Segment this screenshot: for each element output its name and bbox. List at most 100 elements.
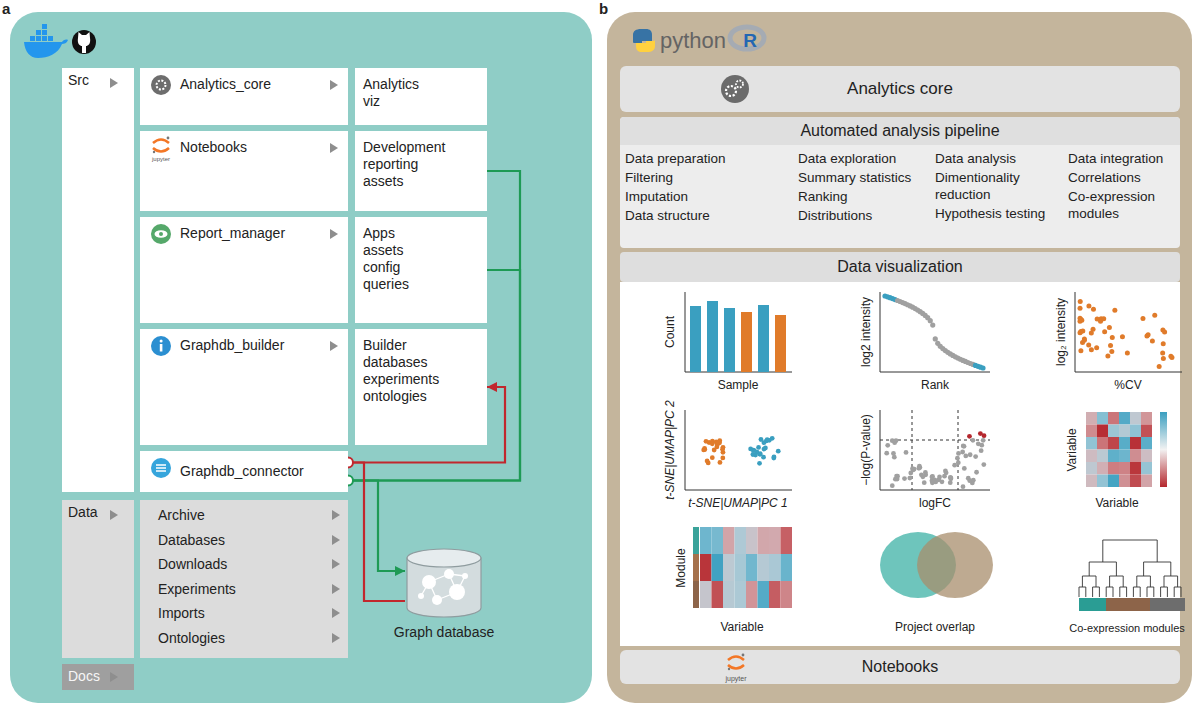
- icon-mark: [157, 81, 166, 90]
- volcano-dot: [904, 450, 909, 455]
- network-node: [462, 573, 468, 579]
- cluster-dot: [764, 439, 769, 444]
- volcano-dot: [970, 481, 975, 486]
- heat-cell: [1108, 412, 1119, 425]
- heat-cell: [1108, 450, 1119, 463]
- axis-label: %CV: [1114, 379, 1141, 393]
- scatter-dot: [1112, 308, 1117, 313]
- heat-cell: [1119, 425, 1130, 438]
- volcano-dot: [916, 466, 921, 471]
- cluster-dot: [710, 455, 715, 460]
- scatter-dot: [1120, 334, 1125, 339]
- heat-cell: [712, 527, 724, 554]
- logo-text: jupyter: [725, 675, 746, 683]
- cluster-dot: [758, 452, 763, 457]
- volcano-dot: [912, 467, 917, 472]
- heat-cell: [1108, 475, 1119, 488]
- heat-cell: [735, 554, 747, 581]
- node-label: Src: [68, 72, 128, 88]
- volcano-dot: [894, 474, 899, 479]
- dendrogram-branch: [1106, 587, 1113, 597]
- scatter-dot: [1107, 325, 1112, 330]
- rank-dot: [945, 350, 950, 355]
- heat-cell: [723, 527, 735, 554]
- logo-text: jupyter: [152, 156, 170, 163]
- scatter-dot: [1080, 328, 1085, 333]
- connector: [348, 171, 520, 481]
- axis-label: t-SNE|UMAP|PC 2: [664, 400, 678, 500]
- volcano-dot: [978, 431, 983, 436]
- bar: [724, 308, 735, 372]
- bar: [707, 301, 718, 372]
- cluster-dot: [721, 445, 726, 450]
- cluster-dot: [756, 445, 761, 450]
- jupyter-dot: [728, 668, 730, 670]
- scatter-dot: [1169, 355, 1174, 360]
- chart-area: [620, 282, 1180, 646]
- gear-cog: [736, 81, 743, 88]
- cluster-dot: [762, 440, 767, 445]
- scatter-dot: [1160, 351, 1165, 356]
- rank-dot: [895, 298, 900, 303]
- icon-mark: [160, 340, 163, 343]
- icon-mark: [155, 230, 168, 238]
- heat-cell: [1141, 475, 1152, 488]
- module-icon: [150, 335, 172, 357]
- dendrogram-branch: [1082, 576, 1096, 587]
- volcano-dot: [910, 466, 915, 471]
- volcano-dot: [931, 479, 936, 484]
- cluster-dot: [720, 456, 725, 461]
- rank-dot: [960, 358, 965, 363]
- rank-dot: [970, 362, 975, 367]
- scatter-dot: [1078, 306, 1083, 311]
- cluster-dot: [772, 455, 777, 460]
- heat-cell: [769, 527, 781, 554]
- heat-cell: [1130, 462, 1141, 475]
- dendrogram-branch: [1120, 587, 1127, 597]
- node-label: Data preparation: [625, 150, 795, 167]
- node-label: Ontologies: [158, 626, 324, 651]
- scatter-dot: [1079, 318, 1084, 323]
- heat-cell: [1141, 425, 1152, 438]
- rank-dot: [905, 302, 910, 307]
- volcano-dot: [974, 470, 979, 475]
- logo-text: R: [743, 30, 757, 52]
- docker-box: [36, 30, 41, 35]
- docker-box: [42, 36, 47, 41]
- cluster-dot: [715, 442, 720, 447]
- rank-dot: [953, 354, 958, 359]
- rank-dot: [910, 305, 915, 310]
- scatter-dot: [1140, 316, 1145, 321]
- node-label: Apps assets config queries: [363, 225, 409, 293]
- cluster-dot: [753, 453, 758, 458]
- cluster-dot: [702, 446, 707, 451]
- heat-cell: [1086, 437, 1097, 450]
- heat-cell: [1119, 450, 1130, 463]
- folder-arrow: [330, 80, 338, 90]
- content-box: Analytics viz: [355, 68, 487, 125]
- node-label: Archive: [158, 503, 324, 528]
- heat-cell: [746, 554, 758, 581]
- jupyter-icon: [725, 652, 747, 672]
- volcano-dot: [892, 440, 897, 445]
- volcano-dot: [895, 477, 900, 482]
- cluster-dot: [720, 447, 725, 452]
- module-icon: [150, 74, 172, 96]
- volcano-dot: [968, 452, 973, 457]
- scatter-dot: [1144, 333, 1149, 338]
- threshold-line: [880, 410, 990, 490]
- heat-cell: [758, 554, 770, 581]
- dendrogram-branch: [1089, 562, 1116, 576]
- axis-label: Count: [664, 316, 678, 348]
- python-snake: [636, 39, 655, 52]
- heat-cell: [758, 581, 770, 608]
- jupyter-dot: [167, 137, 170, 140]
- volcano-dot: [884, 451, 889, 456]
- dendrogram-branch: [1079, 587, 1086, 597]
- module-icon: [150, 223, 172, 245]
- rank-dot: [980, 365, 985, 370]
- rank-dot: [882, 293, 887, 298]
- rank-dot: [923, 313, 928, 318]
- chart-axis: [880, 410, 990, 490]
- heat-cell: [1108, 462, 1119, 475]
